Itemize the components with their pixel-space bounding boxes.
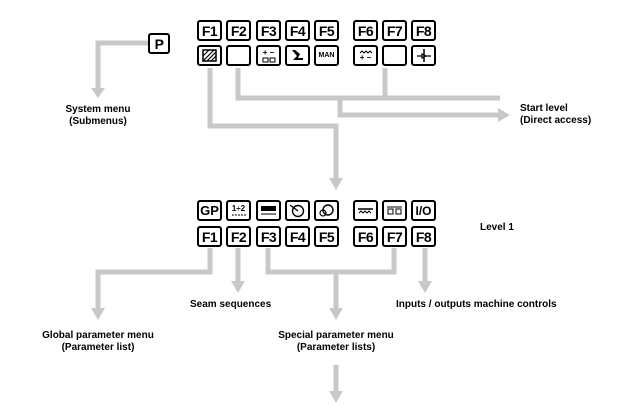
- stitch-pm-text: + −: [359, 52, 372, 62]
- seam-program-icon[interactable]: [256, 200, 281, 221]
- sequence-text: 1÷2: [231, 204, 246, 213]
- gp-text: GP: [200, 203, 219, 218]
- arrowhead-continue: [329, 391, 343, 403]
- man-text: MAN: [318, 52, 335, 59]
- start-level-title: Start level: [520, 103, 568, 114]
- inputs-outputs-icon[interactable]: I/O: [411, 200, 436, 221]
- arrow-to-start-level: [337, 98, 500, 118]
- l1-f2-key[interactable]: F2: [226, 226, 251, 247]
- l1-f4-key[interactable]: F4: [285, 226, 310, 247]
- arrow-p-to-system-menu: [95, 40, 148, 90]
- l1-f8-key[interactable]: F8: [411, 226, 436, 247]
- needle-thread-icon[interactable]: [411, 45, 436, 66]
- double-bobbin-icon[interactable]: [314, 200, 339, 221]
- global-param-label: Global parameter menu (Parameter list): [18, 330, 178, 354]
- seam-sequences-label: Seam sequences: [190, 299, 272, 310]
- arrowhead-io: [418, 281, 432, 293]
- special-param-title: Special parameter menu: [278, 330, 394, 341]
- arrowhead-seam-sequences: [231, 281, 245, 293]
- system-menu-label: System menu (Submenus): [48, 104, 148, 128]
- plus-minus-counter-icon[interactable]: + −: [256, 45, 281, 66]
- blank-icon[interactable]: [226, 45, 251, 66]
- global-param-sub: (Parameter list): [61, 342, 135, 353]
- f7-key[interactable]: F7: [382, 20, 407, 41]
- p-key[interactable]: P: [148, 33, 170, 54]
- start-level-label: Start level (Direct access): [520, 103, 591, 127]
- plus-minus-text: + −: [262, 47, 275, 57]
- f3-key[interactable]: F3: [256, 20, 281, 41]
- l1-f1-key[interactable]: F1: [197, 226, 222, 247]
- presser-foot-icon[interactable]: [285, 45, 310, 66]
- arrow-level1-bracket: [265, 248, 397, 275]
- l1-f6-key[interactable]: F6: [353, 226, 378, 247]
- arrowhead-level1: [329, 178, 343, 190]
- gp-icon[interactable]: GP: [197, 200, 222, 221]
- f6-key[interactable]: F6: [353, 20, 378, 41]
- l1-f7-key[interactable]: F7: [382, 226, 407, 247]
- special-param-sub: (Parameter lists): [296, 342, 376, 353]
- arrowhead-global-param: [91, 308, 105, 320]
- special-param-label: Special parameter menu (Parameter lists): [256, 330, 416, 354]
- level1-label: Level 1: [480, 222, 514, 233]
- system-menu-title: System menu: [65, 104, 131, 115]
- start-level-sub: (Direct access): [520, 115, 592, 126]
- f5-key[interactable]: F5: [314, 20, 339, 41]
- global-param-title: Global parameter menu: [42, 330, 154, 341]
- system-menu-sub: (Submenus): [69, 116, 127, 127]
- bobbin-icon[interactable]: [285, 200, 310, 221]
- stitch-length-icon[interactable]: [353, 200, 378, 221]
- f4-key[interactable]: F4: [285, 20, 310, 41]
- arrow-f1-to-level1: [207, 68, 339, 180]
- man-icon[interactable]: MAN: [314, 45, 339, 66]
- hatched-square-icon[interactable]: [197, 45, 222, 66]
- arrow-start-level-bracket: [235, 68, 500, 101]
- counter-icon[interactable]: [382, 200, 407, 221]
- f8-key[interactable]: F8: [411, 20, 436, 41]
- arrowhead-system-menu: [91, 88, 105, 98]
- arrowhead-start-level: [498, 108, 510, 122]
- f1-key[interactable]: F1: [197, 20, 222, 41]
- inputs-outputs-label: Inputs / outputs machine controls: [396, 299, 557, 310]
- arrow-f1-to-global-param: [95, 248, 213, 310]
- l1-f3-key[interactable]: F3: [256, 226, 281, 247]
- arrowhead-special-param: [329, 308, 343, 320]
- blank-icon-2[interactable]: [382, 45, 407, 66]
- sequence-icon[interactable]: 1÷2: [226, 200, 251, 221]
- io-text: I/O: [415, 203, 432, 218]
- f2-key[interactable]: F2: [226, 20, 251, 41]
- stitch-plus-minus-icon[interactable]: + −: [353, 45, 378, 66]
- l1-f5-key[interactable]: F5: [314, 226, 339, 247]
